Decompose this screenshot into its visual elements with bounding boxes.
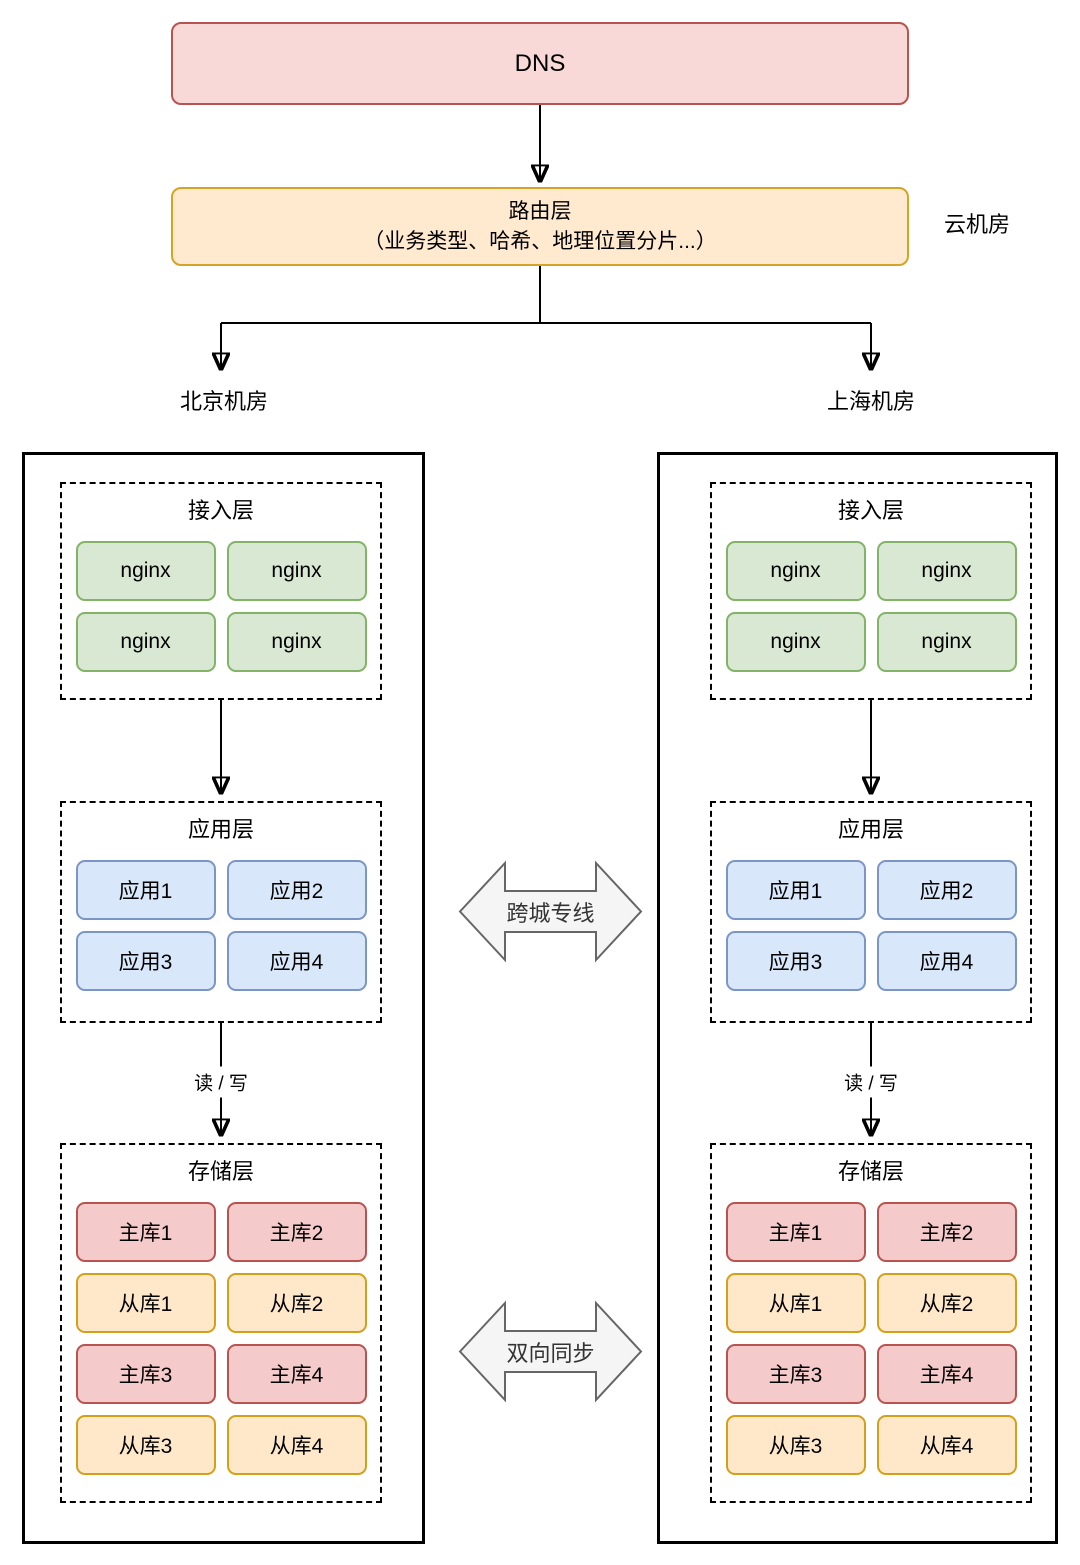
app-node: 应用3 [725,931,866,991]
app-layer-title: 应用层 [837,817,904,842]
slave-db-node: 从库4 [876,1415,1017,1475]
access-layer-title: 接入层 [837,498,904,523]
app-node: 应用2 [876,860,1017,920]
nginx-node: nginx [75,541,216,601]
beijing-app-layer: 应用层 应用1 应用2 应用3 应用4 [60,801,382,1023]
shanghai-app-layer: 应用层 应用1 应用2 应用3 应用4 [710,801,1032,1023]
nginx-node: nginx [725,612,866,672]
access-layer-title: 接入层 [187,498,254,523]
access-node-grid: nginx nginx nginx nginx [725,541,1017,672]
access-node-grid: nginx nginx nginx nginx [75,541,367,672]
nginx-node: nginx [226,612,367,672]
app-node-grid: 应用1 应用2 应用3 应用4 [725,860,1017,991]
nginx-node: nginx [75,612,216,672]
storage-layer-title: 存储层 [837,1159,904,1184]
master-db-node: 主库2 [876,1202,1017,1262]
routing-layer-box: 路由层 （业务类型、哈希、地理位置分片...） [171,187,909,266]
app-node: 应用4 [876,931,1017,991]
slave-db-node: 从库4 [226,1415,367,1475]
app-node: 应用4 [226,931,367,991]
nginx-node: nginx [226,541,367,601]
routing-layer-title: 路由层 [508,200,572,224]
master-db-node: 主库4 [876,1344,1017,1404]
slave-db-node: 从库1 [725,1273,866,1333]
master-db-node: 主库4 [226,1344,367,1404]
double-arrow-shape [458,860,643,963]
shanghai-access-layer: 接入层 nginx nginx nginx nginx [710,482,1032,700]
beijing-access-layer: 接入层 nginx nginx nginx nginx [60,482,382,700]
master-db-node: 主库1 [75,1202,216,1262]
app-node: 应用2 [226,860,367,920]
master-db-node: 主库1 [725,1202,866,1262]
nginx-node: nginx [876,541,1017,601]
bidirectional-sync-arrow: 双向同步 [458,1300,643,1403]
read-write-label-shanghai: 读 / 写 [839,1066,903,1098]
slave-db-node: 从库2 [876,1273,1017,1333]
bidirectional-sync-label: 双向同步 [506,1340,595,1366]
slave-db-node: 从库2 [226,1273,367,1333]
slave-db-node: 从库3 [725,1415,866,1475]
cross-city-link-arrow: 跨城专线 [458,860,643,963]
storage-node-grid: 主库1 主库2 从库1 从库2 主库3 主库4 从库3 从库4 [75,1202,367,1475]
shanghai-datacenter-box: 接入层 nginx nginx nginx nginx 应用层 应用1 应用2 … [657,452,1058,1544]
beijing-storage-layer: 存储层 主库1 主库2 从库1 从库2 主库3 主库4 从库3 从库4 [60,1143,382,1503]
app-node-grid: 应用1 应用2 应用3 应用4 [75,860,367,991]
app-layer-title: 应用层 [187,817,254,842]
beijing-room-label: 北京机房 [179,389,269,414]
nginx-node: nginx [725,541,866,601]
read-write-label-beijing: 读 / 写 [189,1066,253,1098]
app-node: 应用3 [75,931,216,991]
cloud-room-label: 云机房 [944,212,1011,237]
app-node: 应用1 [725,860,866,920]
master-db-node: 主库3 [725,1344,866,1404]
beijing-datacenter-box: 接入层 nginx nginx nginx nginx 应用层 应用1 应用2 … [22,452,425,1544]
master-db-node: 主库2 [226,1202,367,1262]
app-node: 应用1 [75,860,216,920]
slave-db-node: 从库1 [75,1273,216,1333]
cross-city-link-label: 跨城专线 [506,900,595,926]
slave-db-node: 从库3 [75,1415,216,1475]
dns-box: DNS [171,22,909,105]
routing-branch-connector [221,266,871,324]
nginx-node: nginx [876,612,1017,672]
shanghai-room-label: 上海机房 [826,389,916,414]
shanghai-storage-layer: 存储层 主库1 主库2 从库1 从库2 主库3 主库4 从库3 从库4 [710,1143,1032,1503]
double-arrow-shape [458,1300,643,1403]
master-db-node: 主库3 [75,1344,216,1404]
dns-label: DNS [514,49,566,77]
routing-layer-subtitle: （业务类型、哈希、地理位置分片...） [363,229,717,253]
storage-layer-title: 存储层 [187,1159,254,1184]
storage-node-grid: 主库1 主库2 从库1 从库2 主库3 主库4 从库3 从库4 [725,1202,1017,1475]
